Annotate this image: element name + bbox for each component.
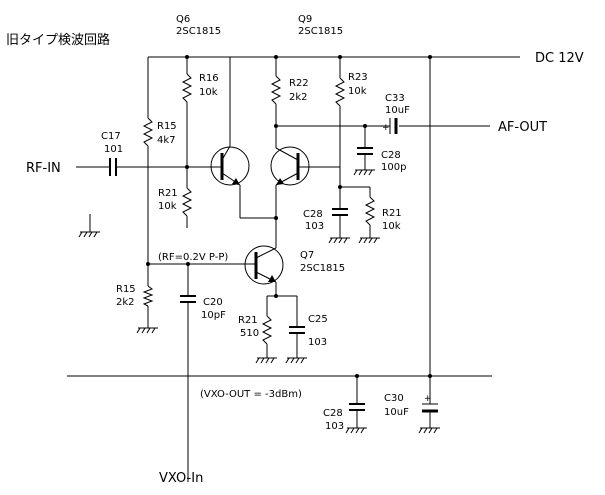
c33-ref: C33 — [385, 93, 405, 104]
vxo-level-note: (VXO-OUT = -3dBm) — [200, 389, 302, 400]
r15b-resistor — [142, 285, 154, 307]
c28a-value: 100p — [381, 162, 406, 173]
c28c-value: 103 — [325, 421, 344, 432]
rf-in-label: RF-IN — [26, 161, 61, 176]
r23-value: 10k — [348, 86, 367, 97]
r21b-value: 10k — [382, 221, 401, 232]
r22-value: 2k2 — [289, 92, 308, 103]
q6-ref: Q6 — [176, 14, 190, 25]
resistors — [142, 73, 376, 345]
junction-dot — [338, 55, 342, 59]
r15a-value: 4k7 — [157, 135, 176, 146]
r21b-ref: R21 — [382, 208, 402, 219]
c30-value: 10uF — [384, 407, 409, 418]
q6-part: 2SC1815 — [176, 26, 221, 37]
junction-dot — [363, 124, 367, 128]
junction-dot — [274, 124, 278, 128]
ground-symbol — [345, 427, 367, 434]
c17-value: 101 — [104, 144, 123, 155]
r22-ref: R22 — [289, 78, 309, 89]
grounds — [78, 169, 440, 434]
c30-polarity-mark: + — [424, 394, 432, 404]
junctions — [146, 55, 432, 378]
c28b-value: 103 — [305, 221, 324, 232]
diagram-title: 旧タイプ検波回路 — [6, 32, 110, 48]
c20-ref: C20 — [203, 297, 223, 308]
r21c-ref: R21 — [238, 315, 258, 326]
q7-part: 2SC1815 — [300, 263, 345, 274]
c25-value: 103 — [308, 337, 327, 348]
transistors — [210, 145, 312, 285]
ground-symbol — [328, 237, 350, 244]
r21a-ref: R21 — [158, 188, 178, 199]
vxo-in-label: VXO-In — [159, 471, 203, 486]
junction-dot — [355, 374, 359, 378]
rf-level-note: (RF=0.2V P-P) — [158, 252, 228, 263]
c30-ref: C30 — [384, 393, 404, 404]
r21a-resistor — [181, 187, 193, 217]
ground-symbol — [358, 237, 380, 244]
r22-resistor — [270, 75, 282, 105]
junction-dot — [428, 55, 432, 59]
junction-dot — [274, 216, 278, 220]
c17-ref: C17 — [101, 131, 121, 142]
r23-resistor — [334, 77, 346, 107]
junction-dot — [186, 262, 190, 266]
r16-value: 10k — [199, 87, 218, 98]
r15a-ref: R15 — [157, 121, 177, 132]
ground-symbol — [136, 327, 158, 334]
q7-ref: Q7 — [300, 250, 314, 261]
r23-ref: R23 — [348, 72, 368, 83]
q9-transistor — [270, 146, 312, 186]
capacitors: + + — [109, 118, 438, 413]
r21c-value: 510 — [240, 328, 259, 339]
r15b-ref: R15 — [116, 284, 136, 295]
r21c-resistor — [261, 315, 273, 345]
af-out-label: AF-OUT — [498, 120, 547, 135]
c28b-ref: C28 — [303, 209, 323, 220]
junction-dot — [185, 55, 189, 59]
ground-symbol — [353, 169, 375, 176]
ground-symbol — [285, 357, 307, 364]
junction-dot — [185, 165, 189, 169]
r21b-resistor — [364, 196, 376, 226]
ground-symbol — [78, 214, 100, 238]
r15a-resistor — [142, 117, 154, 147]
c28a-ref: C28 — [381, 150, 401, 161]
q9-ref: Q9 — [298, 14, 312, 25]
junction-dot — [274, 294, 278, 298]
junction-dot — [428, 374, 432, 378]
junction-dot — [338, 185, 342, 189]
junction-dot — [274, 55, 278, 59]
c33-polarity-mark: + — [382, 123, 390, 133]
ground-symbol — [418, 427, 440, 434]
r16-ref: R16 — [199, 73, 219, 84]
q9-part: 2SC1815 — [298, 26, 343, 37]
labels: 旧タイプ検波回路 DC 12V AF-OUT RF-IN VXO-In (RF=… — [6, 14, 584, 486]
ground-symbol — [255, 357, 277, 364]
q7-transistor — [242, 245, 284, 285]
c33-value: 10uF — [385, 105, 410, 116]
c25-ref: C25 — [308, 314, 328, 325]
dc-supply-label: DC 12V — [535, 51, 584, 66]
wires — [67, 56, 520, 482]
c28c-ref: C28 — [323, 408, 343, 419]
junction-dot — [146, 262, 150, 266]
r21a-value: 10k — [158, 201, 177, 212]
q6-transistor — [210, 145, 250, 186]
c20-value: 10pF — [201, 310, 226, 321]
r15b-value: 2k2 — [116, 297, 135, 308]
r16-resistor — [181, 73, 193, 103]
